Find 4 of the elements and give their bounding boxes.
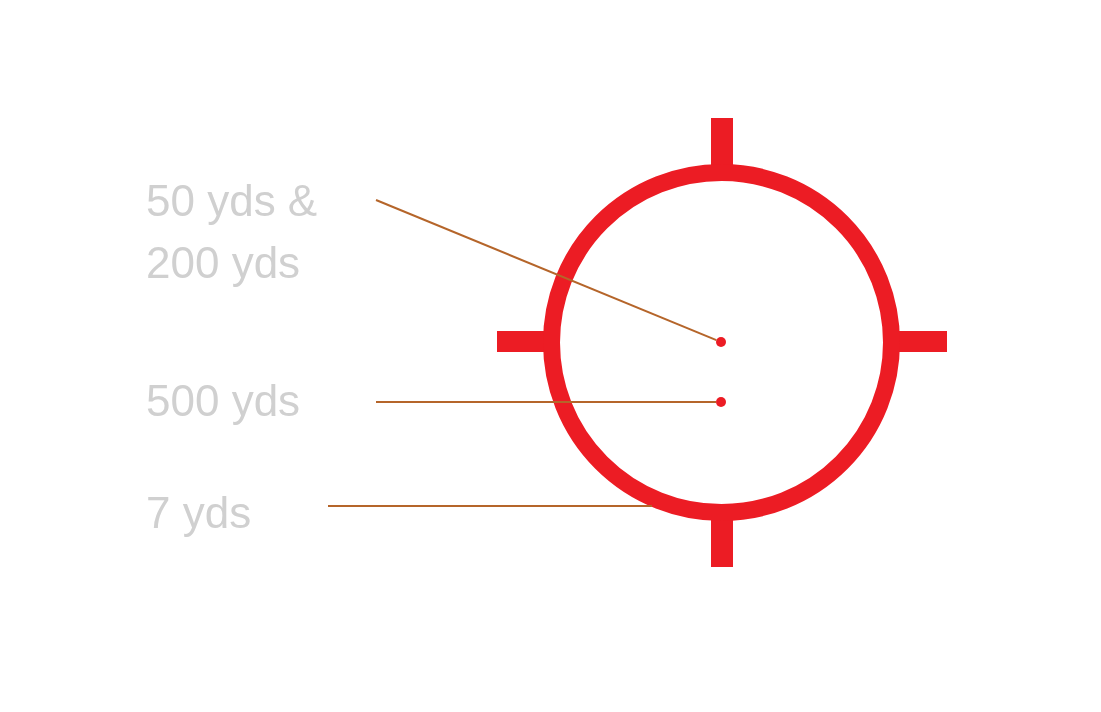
leader-line: [327, 505, 653, 507]
leader-line: [375, 401, 717, 403]
reticle-ring: [543, 164, 900, 521]
leader-line: [375, 199, 718, 342]
